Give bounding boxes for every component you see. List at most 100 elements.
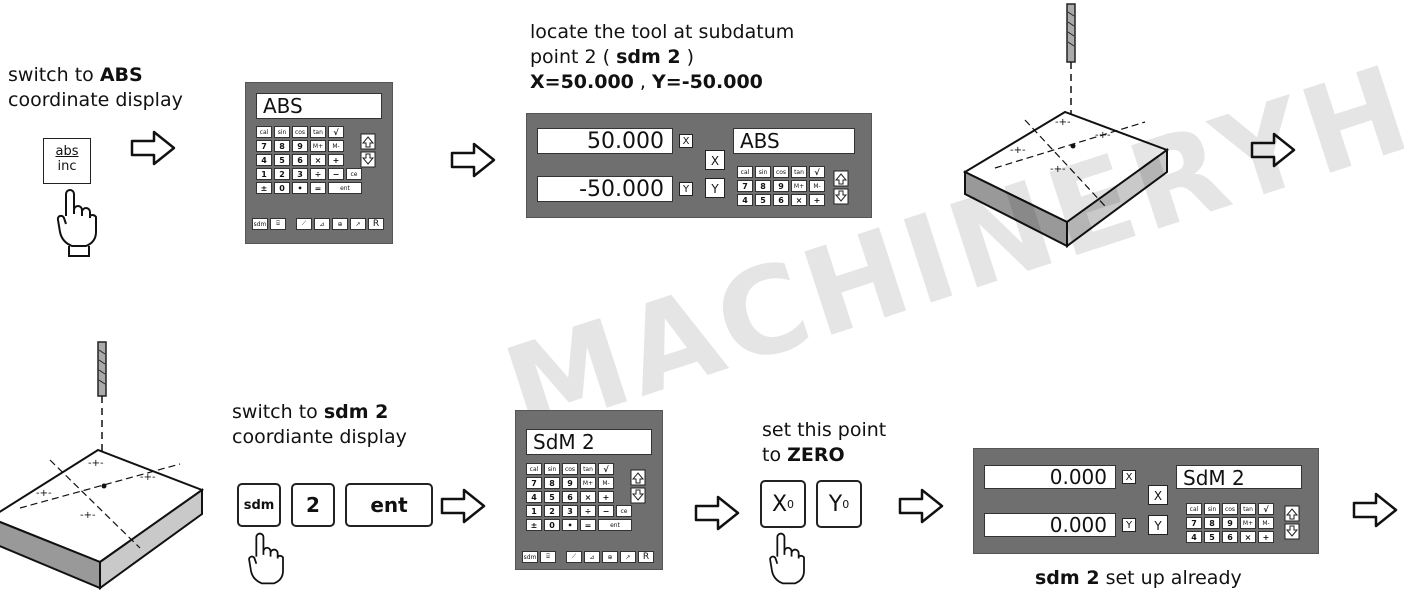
key-sin[interactable]: sin: [274, 126, 290, 138]
key-sdm[interactable]: sdm: [252, 218, 268, 230]
key-9[interactable]: 9: [1222, 517, 1238, 529]
key-r[interactable]: R: [368, 218, 384, 230]
key-8[interactable]: 8: [1204, 517, 1220, 529]
key-5[interactable]: 5: [274, 154, 290, 166]
sdm-key[interactable]: sdm: [237, 483, 281, 527]
abs-inc-key[interactable]: abs inc: [43, 138, 91, 184]
key-sqrt[interactable]: √: [1258, 503, 1274, 515]
key-0[interactable]: 0: [544, 519, 560, 531]
key-dot[interactable]: •: [562, 519, 578, 531]
key-plus-minus[interactable]: ±: [526, 519, 542, 531]
key-plus[interactable]: +: [328, 154, 344, 166]
key-sin[interactable]: sin: [544, 463, 560, 475]
key-equals[interactable]: =: [310, 182, 326, 194]
key-8[interactable]: 8: [274, 140, 290, 152]
key-m-minus[interactable]: M-: [1258, 517, 1274, 529]
y-zero-key[interactable]: Y: [705, 178, 725, 198]
key-9[interactable]: 9: [773, 180, 789, 192]
key-minus[interactable]: −: [598, 505, 614, 517]
key-m-plus[interactable]: M+: [310, 140, 326, 152]
digit-2-key[interactable]: 2: [291, 483, 335, 527]
key-multiply[interactable]: ×: [580, 491, 596, 503]
key-7[interactable]: 7: [526, 477, 542, 489]
key-m-minus[interactable]: M-: [598, 477, 614, 489]
key-circle-icon[interactable]: ⊕: [332, 218, 348, 230]
key-8[interactable]: 8: [544, 477, 560, 489]
key-grid-icon[interactable]: ⌸: [270, 218, 286, 230]
key-multiply[interactable]: ×: [1240, 531, 1256, 543]
key-cal[interactable]: cal: [256, 126, 272, 138]
key-line-icon[interactable]: ⟋: [296, 218, 312, 230]
key-m-minus[interactable]: M-: [809, 180, 825, 192]
key-cal[interactable]: cal: [737, 166, 753, 178]
key-6[interactable]: 6: [1222, 531, 1238, 543]
key-cos[interactable]: cos: [562, 463, 578, 475]
key-r[interactable]: R: [638, 551, 654, 563]
key-cos[interactable]: cos: [1222, 503, 1238, 515]
key-4[interactable]: 4: [526, 491, 542, 503]
key-multiply[interactable]: ×: [310, 154, 326, 166]
key-multiply[interactable]: ×: [791, 194, 807, 206]
key-divide[interactable]: ÷: [580, 505, 596, 517]
key-arc-icon[interactable]: ↗: [620, 551, 636, 563]
key-2[interactable]: 2: [274, 168, 290, 180]
key-m-plus[interactable]: M+: [791, 180, 807, 192]
key-tan[interactable]: tan: [310, 126, 326, 138]
key-9[interactable]: 9: [292, 140, 308, 152]
key-cos[interactable]: cos: [292, 126, 308, 138]
key-ent[interactable]: ent: [328, 182, 362, 194]
key-3[interactable]: 3: [292, 168, 308, 180]
key-5[interactable]: 5: [544, 491, 560, 503]
key-7[interactable]: 7: [1186, 517, 1202, 529]
key-9[interactable]: 9: [562, 477, 578, 489]
key-2[interactable]: 2: [544, 505, 560, 517]
key-ce[interactable]: ce: [616, 505, 632, 517]
key-circle-icon[interactable]: ⊕: [602, 551, 618, 563]
key-plus[interactable]: +: [809, 194, 825, 206]
key-ce[interactable]: ce: [346, 168, 362, 180]
key-grid-icon[interactable]: ⌸: [540, 551, 556, 563]
key-m-minus[interactable]: M-: [328, 140, 344, 152]
key-8[interactable]: 8: [755, 180, 771, 192]
key-cal[interactable]: cal: [526, 463, 542, 475]
key-sin[interactable]: sin: [1204, 503, 1220, 515]
key-1[interactable]: 1: [526, 505, 542, 517]
key-dot[interactable]: •: [292, 182, 308, 194]
key-4[interactable]: 4: [737, 194, 753, 206]
key-sin[interactable]: sin: [755, 166, 771, 178]
key-3[interactable]: 3: [562, 505, 578, 517]
key-plus-minus[interactable]: ±: [256, 182, 272, 194]
key-equals[interactable]: =: [580, 519, 596, 531]
key-slope-icon[interactable]: ⊿: [584, 551, 600, 563]
key-6[interactable]: 6: [562, 491, 578, 503]
key-0[interactable]: 0: [274, 182, 290, 194]
key-tan[interactable]: tan: [580, 463, 596, 475]
key-tan[interactable]: tan: [1240, 503, 1256, 515]
key-tan[interactable]: tan: [791, 166, 807, 178]
key-minus[interactable]: −: [328, 168, 344, 180]
key-7[interactable]: 7: [737, 180, 753, 192]
key-m-plus[interactable]: M+: [580, 477, 596, 489]
x-zero-key[interactable]: X: [705, 150, 725, 170]
key-ent[interactable]: ent: [598, 519, 632, 531]
key-sqrt[interactable]: √: [328, 126, 344, 138]
key-slope-icon[interactable]: ⊿: [314, 218, 330, 230]
key-cal[interactable]: cal: [1186, 503, 1202, 515]
key-divide[interactable]: ÷: [310, 168, 326, 180]
key-arc-icon[interactable]: ↗: [350, 218, 366, 230]
key-5[interactable]: 5: [1204, 531, 1220, 543]
y-zero-key[interactable]: Y: [1148, 515, 1168, 535]
ent-key[interactable]: ent: [345, 483, 433, 527]
x-zero-key[interactable]: X: [1148, 485, 1168, 505]
key-plus[interactable]: +: [598, 491, 614, 503]
key-sdm[interactable]: sdm: [522, 551, 538, 563]
key-1[interactable]: 1: [256, 168, 272, 180]
key-m-plus[interactable]: M+: [1240, 517, 1256, 529]
key-7[interactable]: 7: [256, 140, 272, 152]
key-plus[interactable]: +: [1258, 531, 1274, 543]
key-4[interactable]: 4: [256, 154, 272, 166]
key-4[interactable]: 4: [1186, 531, 1202, 543]
key-6[interactable]: 6: [773, 194, 789, 206]
key-sqrt[interactable]: √: [809, 166, 825, 178]
